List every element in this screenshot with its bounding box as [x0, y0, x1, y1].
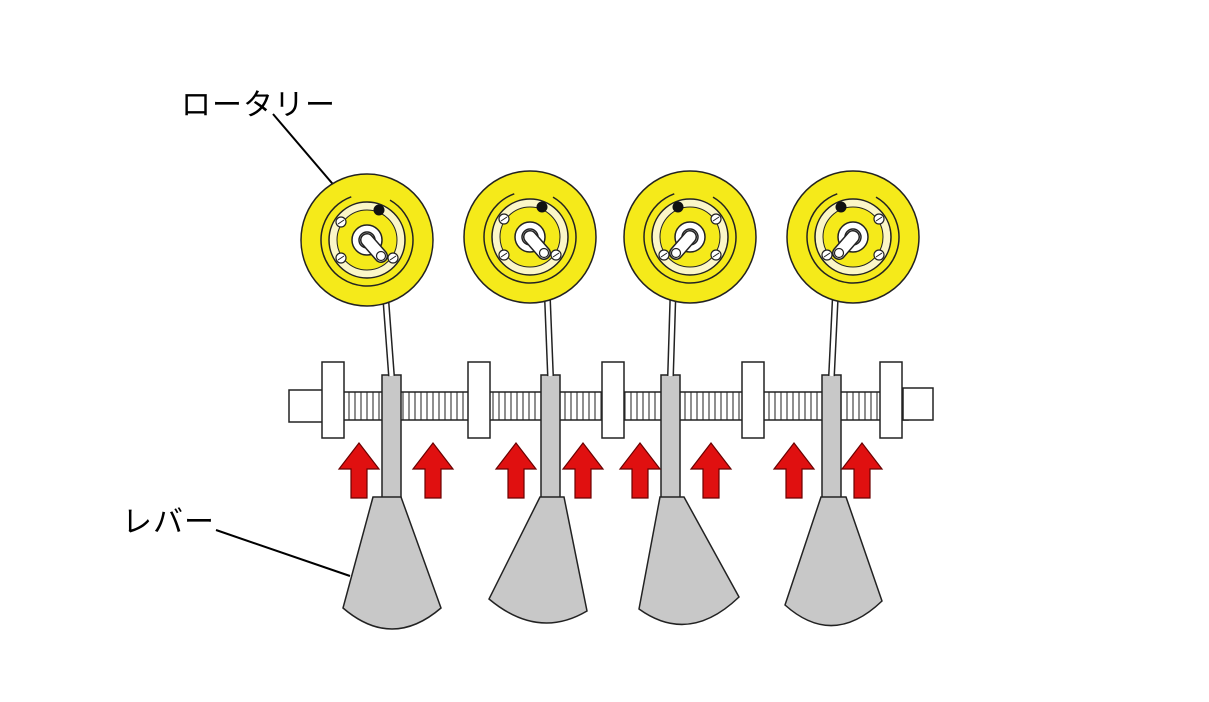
- up-arrow-icon: [494, 442, 538, 499]
- screw-slot: [500, 252, 508, 258]
- rotor-flange: [806, 193, 900, 284]
- stop-pin: [536, 201, 548, 213]
- shaft-collar: [879, 361, 903, 439]
- rotor-flange: [643, 193, 737, 284]
- screw-slot: [712, 252, 720, 258]
- lever-leader-line: [215, 529, 351, 577]
- shaft-collar: [467, 361, 491, 439]
- up-arrow-icon: [411, 442, 455, 499]
- lever-paddle: [342, 496, 442, 630]
- screw-slot: [875, 252, 883, 258]
- shaft-left-end: [288, 389, 326, 423]
- rotary-leader-line: [272, 113, 344, 197]
- lever-bar: [821, 374, 842, 501]
- crank-pin: [375, 250, 387, 262]
- screw-slot: [712, 216, 720, 222]
- up-arrow-icon: [772, 442, 816, 499]
- push-arrows: [337, 442, 884, 499]
- rotary-label: ロータリー: [181, 88, 336, 123]
- stop-pin: [835, 201, 847, 213]
- screw-slot: [337, 255, 345, 261]
- crank-pin: [833, 247, 845, 259]
- screw-slot: [500, 216, 508, 222]
- lever-label: レバー: [122, 505, 215, 540]
- lever-bar: [540, 374, 561, 501]
- stop-pin: [373, 204, 385, 216]
- shaft-collars: [321, 361, 903, 439]
- valve-1: [300, 173, 442, 630]
- stop-pin: [672, 201, 684, 213]
- screw-slot: [660, 252, 668, 258]
- up-arrow-icon: [840, 442, 884, 499]
- shaft-collar: [321, 361, 345, 439]
- valve-3: [623, 170, 757, 626]
- lever-bar: [660, 374, 681, 501]
- screw-slot: [875, 216, 883, 222]
- shaft-collar: [741, 361, 765, 439]
- up-arrow-icon: [337, 442, 381, 499]
- valve-2: [463, 170, 597, 624]
- screw-slot: [823, 252, 831, 258]
- crank-pin: [538, 247, 550, 259]
- valve-4: [784, 170, 920, 627]
- lever-bar: [381, 374, 402, 501]
- up-arrow-icon: [689, 442, 733, 499]
- up-arrow-icon: [561, 442, 605, 499]
- screw-slot: [389, 255, 397, 261]
- lever-paddle: [784, 496, 883, 627]
- up-arrow-icon: [618, 442, 662, 499]
- rotor-flange: [320, 196, 414, 287]
- shaft-right-end: [902, 387, 934, 421]
- lever-paddle: [638, 496, 740, 626]
- valves: [300, 170, 920, 630]
- screw-slot: [552, 252, 560, 258]
- shaft-collar: [601, 361, 625, 439]
- crank-pin: [670, 247, 682, 259]
- screw-slot: [337, 219, 345, 225]
- rotor-flange: [483, 193, 577, 284]
- lever-paddle: [488, 496, 588, 624]
